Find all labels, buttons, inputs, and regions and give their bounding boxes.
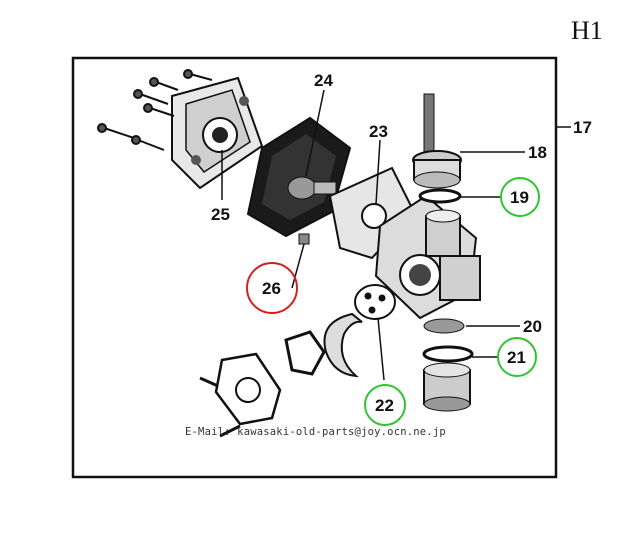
small-collar	[298, 233, 310, 245]
callout-21: 21	[507, 348, 526, 367]
page-code: H1	[571, 16, 603, 45]
callout-23: 23	[369, 122, 388, 141]
callout-17: 17	[573, 118, 592, 137]
leader-lines	[221, 89, 525, 381]
seal-plate	[354, 284, 396, 320]
email-watermark: E-Mail: kawasaki-old-parts@joy.ocn.ne.jp	[185, 426, 446, 438]
callout-26: 26	[262, 279, 281, 298]
callout-18: 18	[528, 143, 547, 162]
callout-24: 24	[314, 71, 333, 90]
callout-26-circle	[246, 262, 298, 314]
o-ring-gasket	[284, 330, 326, 376]
bolts	[97, 69, 213, 151]
callout-22-circle	[364, 384, 406, 426]
pump-rotor-block	[246, 116, 352, 238]
diagram-frame	[71, 56, 558, 479]
callout-20: 20	[523, 317, 542, 336]
callout-21-circle	[497, 337, 537, 377]
callout-22: 22	[375, 396, 394, 415]
bottom-flange	[199, 352, 282, 438]
shaft-stack	[412, 93, 481, 412]
callout-25: 25	[211, 205, 230, 224]
callout-19: 19	[510, 188, 529, 207]
callout-19-circle	[500, 177, 540, 217]
cover-plate	[171, 76, 264, 190]
crescent-gasket	[323, 312, 363, 378]
